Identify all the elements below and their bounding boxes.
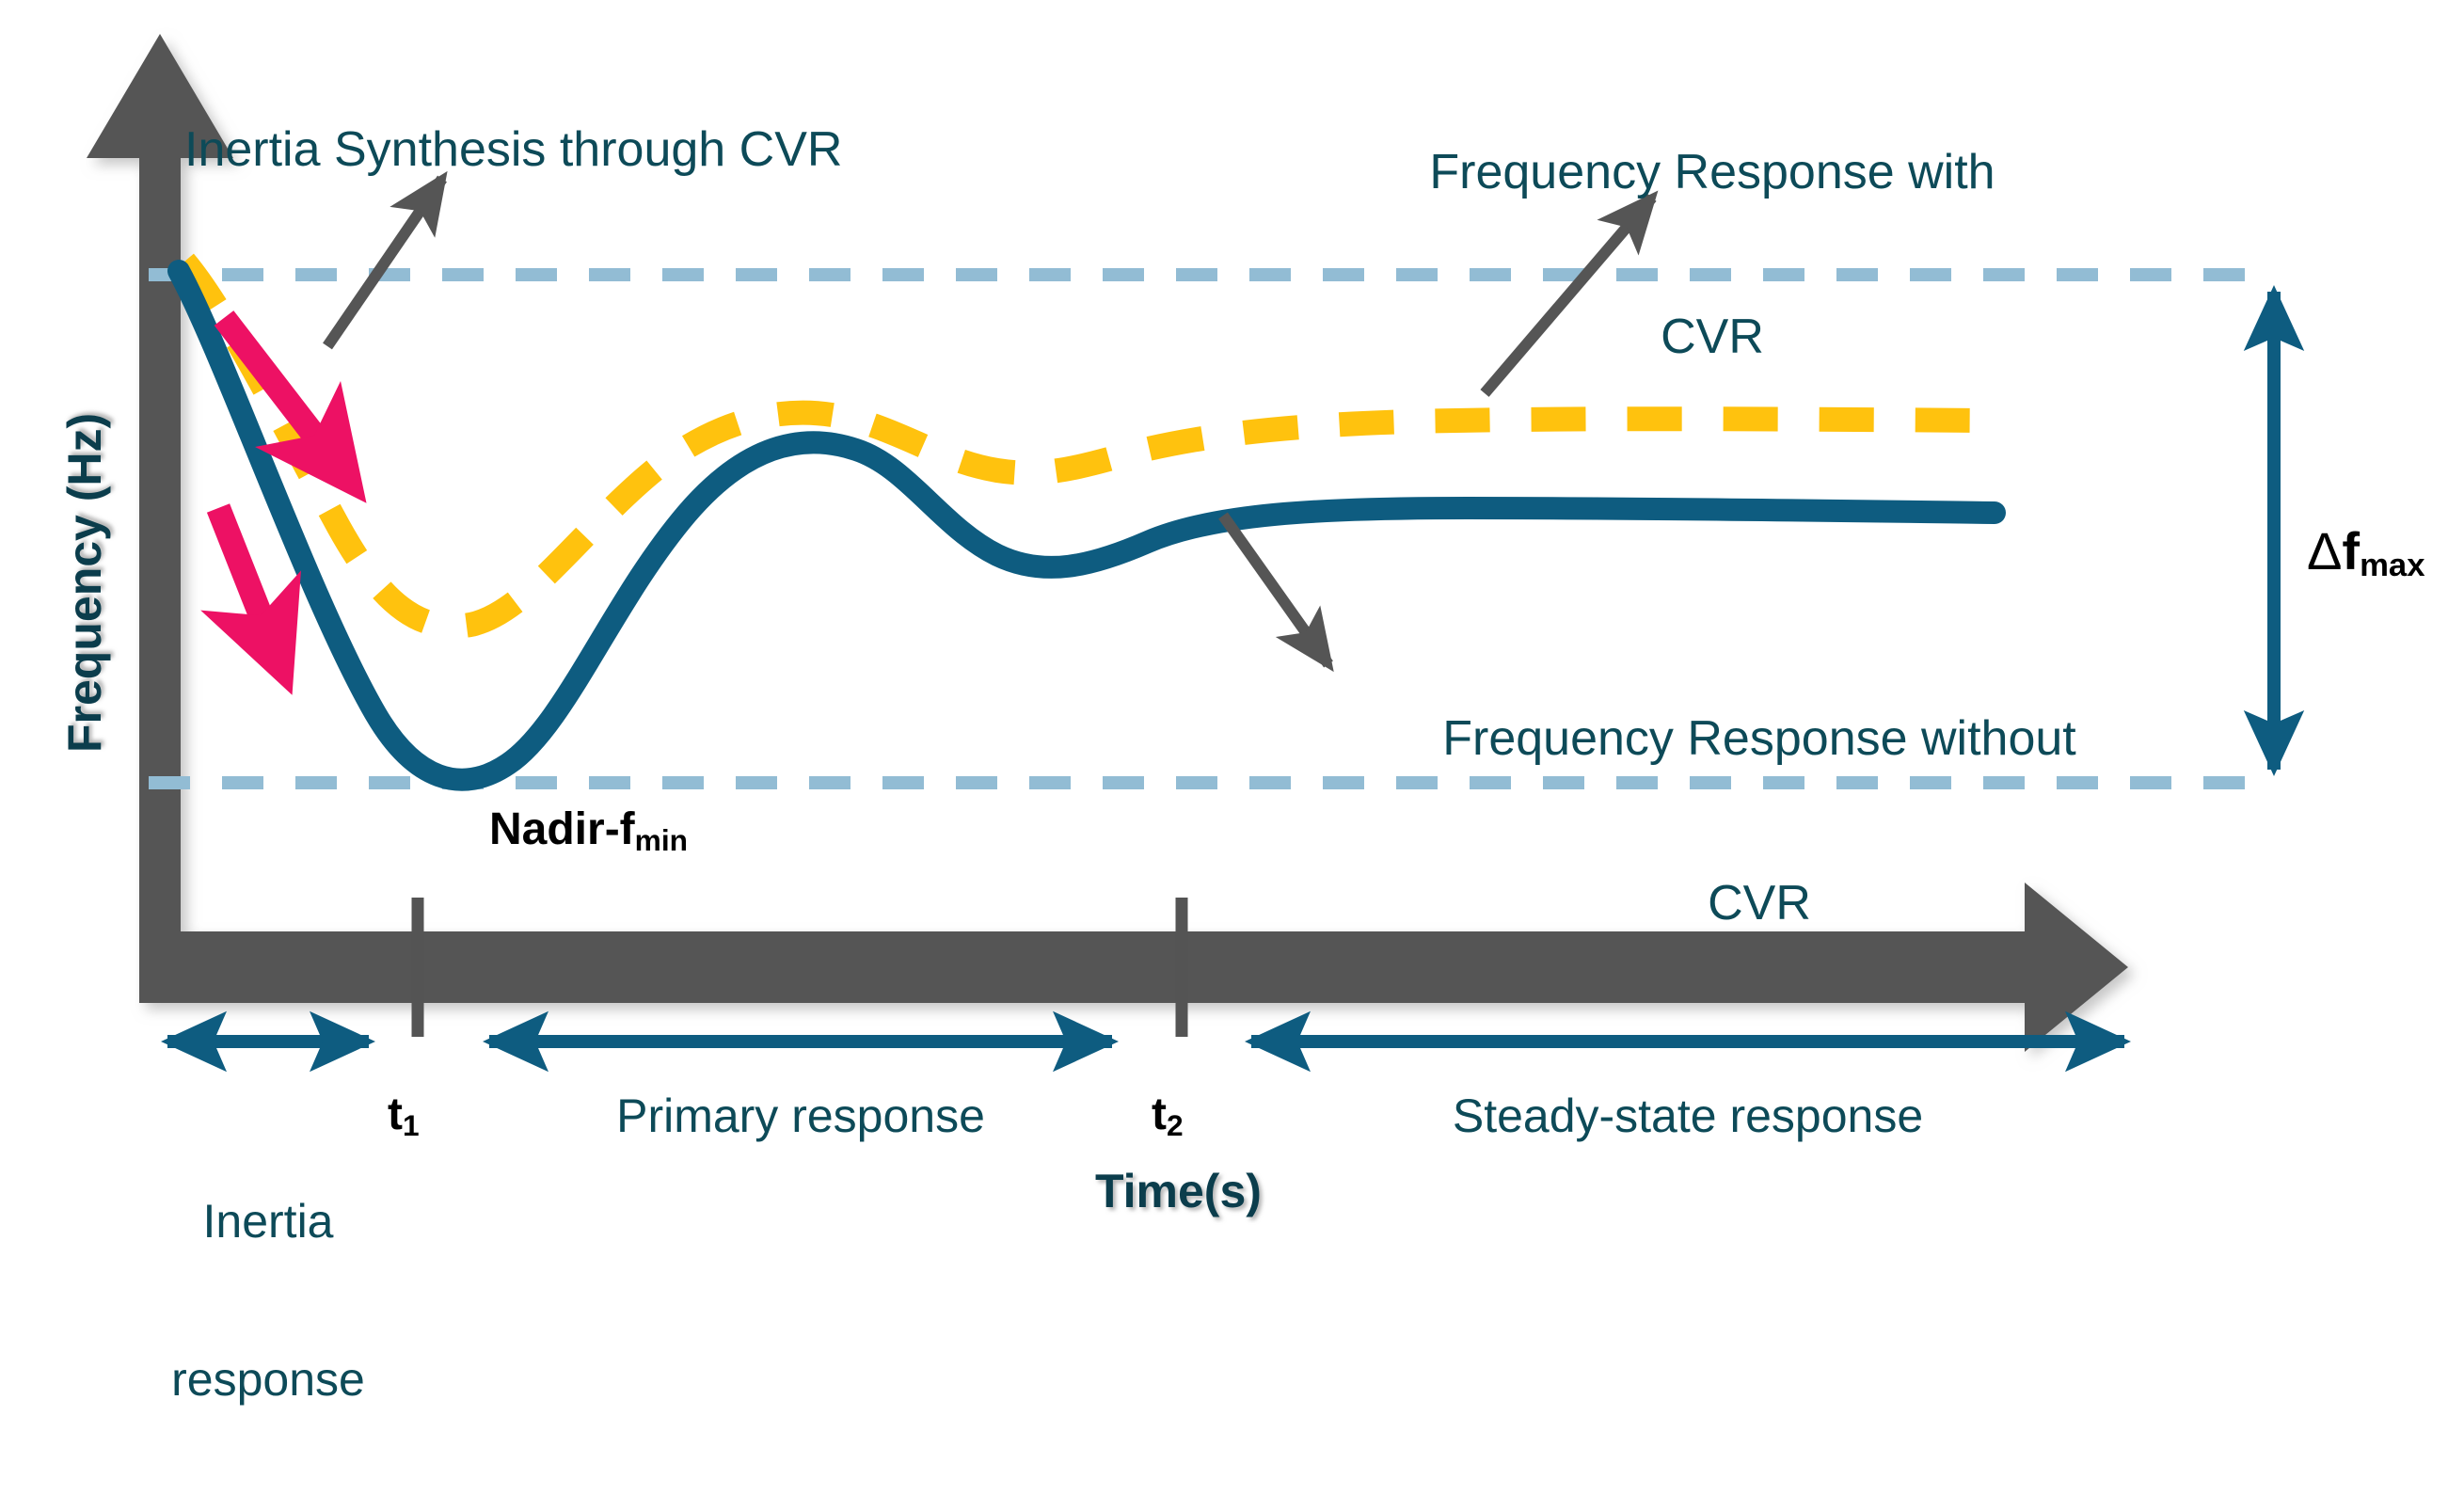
dfmax-label: Δfmax (2307, 521, 2425, 584)
y-axis-arrow (87, 34, 233, 969)
pink-arrow-upper (214, 310, 367, 503)
diagram-canvas (87, 34, 2305, 1073)
time-marker-t2-base: t (1152, 1090, 1167, 1139)
annotation-inertia-synthesis: Inertia Synthesis through CVR (184, 122, 843, 177)
annotation-with-cvr-line-2: CVR (1661, 310, 1764, 365)
nadir-label: Nadir-fmin (489, 804, 688, 857)
dfmax-subscript: max (2360, 547, 2425, 583)
segment-label-inertia-response-line-1: Inertia (202, 1195, 334, 1248)
time-marker-t1-base: t (388, 1090, 403, 1139)
time-marker-t2: t2 (1152, 1090, 1184, 1142)
annotation-leaders (323, 170, 1659, 673)
reference-lines (149, 268, 2271, 789)
leader-without-cvr (1218, 512, 1334, 673)
leader-inertia-synthesis (323, 170, 448, 350)
axis-group (87, 34, 2128, 1052)
nadir-label-text: Nadir-f (489, 804, 635, 854)
x-axis-ticks (411, 898, 1188, 1037)
dfmax-delta-symbol: Δ (2307, 521, 2343, 581)
time-marker-t2-subscript: 2 (1166, 1107, 1184, 1142)
inertia-synthesis-arrows (200, 310, 367, 695)
segment-label-steady-state-response: Steady-state response (1452, 1090, 1924, 1142)
time-marker-t1: t1 (388, 1090, 420, 1142)
segment-label-inertia-response: Inertia response (80, 1090, 456, 1511)
annotation-frequency-response-with-cvr: Frequency Response with CVR (1317, 36, 2107, 474)
dfmax-f-symbol: f (2342, 521, 2361, 581)
time-marker-t1-subscript: 1 (402, 1107, 420, 1142)
frequency-response-diagram: Frequency (Hz) Time(s) Inertia Synthesis… (58, 34, 2425, 1406)
y-axis-label: Frequency (Hz) (58, 412, 111, 753)
leader-with-cvr (1480, 190, 1659, 397)
nadir-label-subscript: min (634, 822, 688, 857)
curve-without-cvr (167, 260, 2006, 791)
pink-arrow-lower (200, 503, 301, 695)
segment-label-inertia-response-line-2: response (171, 1353, 365, 1406)
segment-label-primary-response: Primary response (616, 1090, 985, 1142)
annotation-with-cvr-line-1: Frequency Response with (1429, 145, 1995, 200)
x-axis-arrow (139, 883, 2128, 1052)
annotation-without-cvr-line-2: CVR (1708, 876, 1811, 931)
x-axis-label: Time(s) (1095, 1165, 1262, 1217)
annotation-without-cvr-line-1: Frequency Response without (1442, 711, 2076, 767)
annotation-frequency-response-without-cvr: Frequency Response without CVR (1355, 602, 2164, 1041)
